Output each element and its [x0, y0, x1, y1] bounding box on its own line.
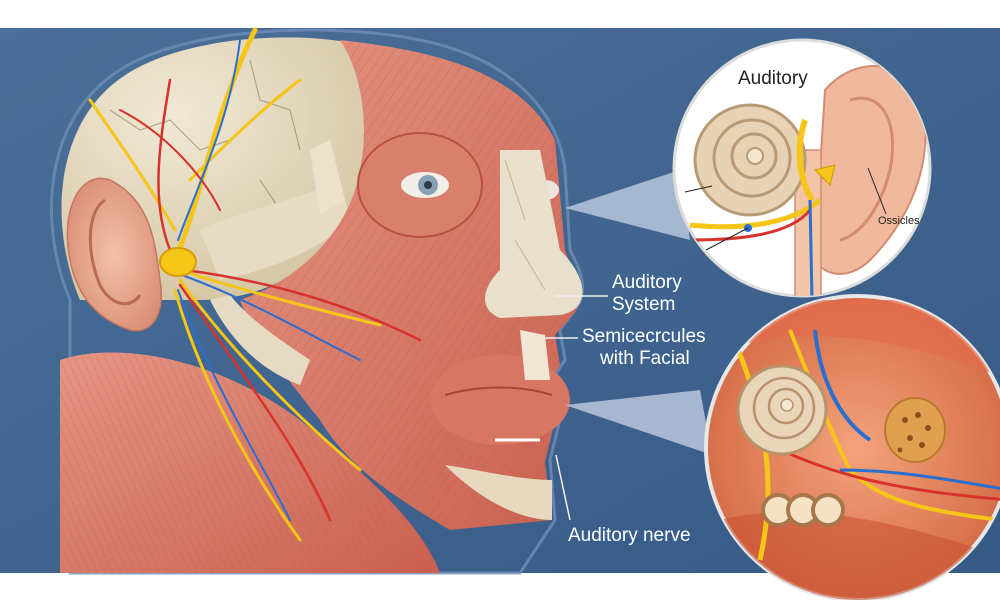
outer-ear — [66, 177, 162, 332]
label-semicircles: Semicecrcules with Facial — [582, 326, 706, 370]
orbicularis-oris — [430, 355, 570, 445]
chin — [445, 465, 552, 520]
label-auditory-system-line2: System — [612, 294, 676, 315]
callout-pointer-top — [565, 170, 690, 240]
callout-top-title: Auditory — [738, 68, 808, 89]
mandible — [210, 295, 310, 385]
label-semicircles-line2: with Facial — [600, 348, 690, 369]
label-auditory-nerve: Auditory nerve — [568, 525, 691, 546]
callout-top-ossicles: Ossicles — [878, 215, 920, 227]
nerve-ganglion — [159, 247, 197, 277]
head-outline — [50, 28, 585, 575]
zygomatic-bone — [200, 180, 350, 280]
callout-ear-detail — [672, 38, 932, 298]
nose-cartilage — [485, 150, 583, 318]
label-auditory-system-line1: Auditory — [612, 272, 682, 293]
nerves — [88, 27, 422, 542]
callout-pointer-bottom — [565, 390, 712, 455]
leader-auditory-nerve — [555, 454, 571, 521]
label-semicircles-line1: Semicecrcules — [582, 326, 706, 347]
label-auditory-system: Auditory System — [612, 272, 682, 316]
